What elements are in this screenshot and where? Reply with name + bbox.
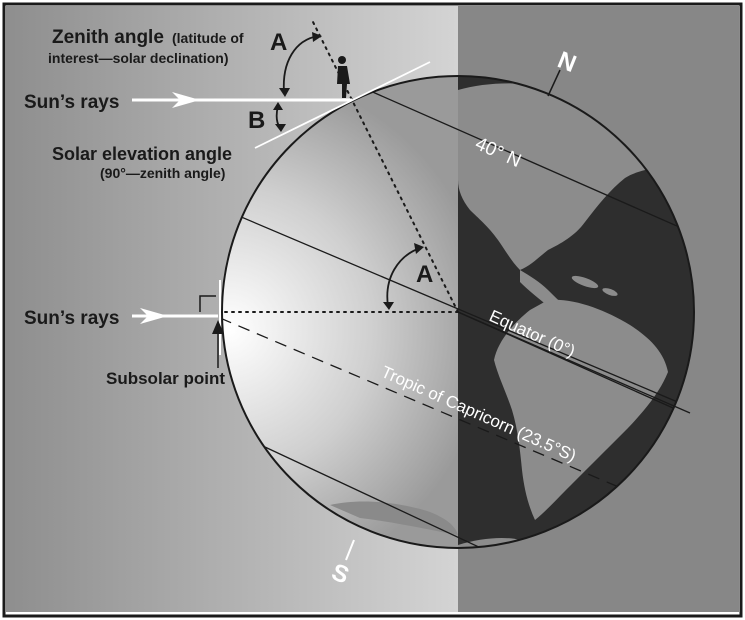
zenith-angle-note-1: (latitude of [172,30,244,46]
subsolar-point-label: Subsolar point [106,369,225,388]
sun-rays-top-label: Sun’s rays [24,92,119,113]
angle-a-center-label: A [416,261,433,288]
angle-b-label: B [248,107,265,134]
sun-ray-top-arrowhead [172,92,200,108]
zenith-angle-note-2: interest—solar declination) [48,50,228,66]
tangent-plane-line [254,61,431,149]
sun-ray-bottom-arrowhead [140,308,168,324]
zenith-line [311,19,459,313]
sun-ray-bottom [132,308,218,324]
solar-elevation-note: (90°—zenith angle) [100,165,225,181]
north-pole-tick [547,69,561,97]
latitude-upper-line [222,207,694,421]
globe-outline [221,75,695,549]
solar-elevation-title: Solar elevation angle [52,144,232,164]
zenith-angle-arc-top [282,35,319,93]
zenith-angle-title: Zenith angle [52,27,164,48]
observer-figure-icon [337,56,350,98]
tropic-capricorn-line [222,317,694,531]
south-america-landmass [494,299,668,520]
sun-ray-top [132,92,352,108]
angle-a-top-label: A [270,29,287,56]
latitude-lower-line [249,439,561,548]
south-pole-tick [345,539,355,561]
zenith-angle-arc-center [386,247,421,307]
sun-rays-bottom-label: Sun’s rays [24,308,119,329]
subsolar-pointer-arrowhead [212,320,224,334]
right-angle-marker [199,295,216,312]
